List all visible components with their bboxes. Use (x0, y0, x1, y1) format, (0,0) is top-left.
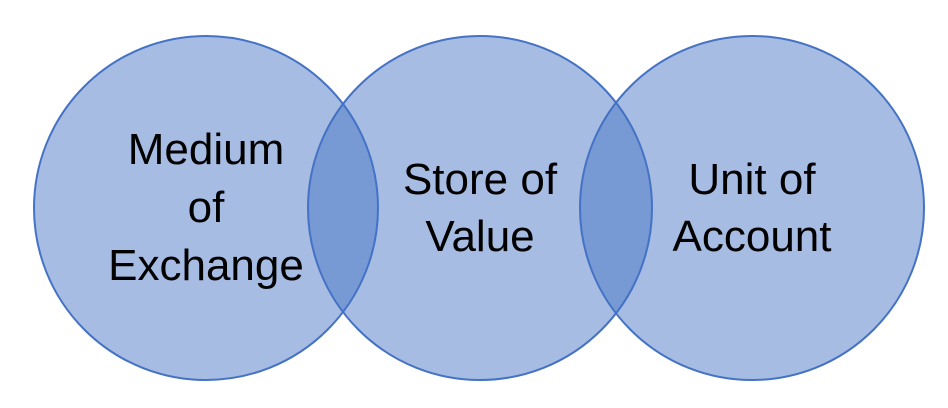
circle-unit-of-account (579, 35, 925, 381)
label-medium-line2: of (188, 183, 225, 232)
label-medium-line3: Exchange (108, 241, 304, 290)
label-medium-line1: Medium (128, 125, 285, 174)
circle-store-of-value (307, 35, 653, 381)
label-store-line2: Value (425, 212, 534, 261)
label-unit-line1: Unit of (688, 155, 816, 204)
label-store-line1: Store of (403, 155, 558, 204)
label-unit-line2: Account (673, 212, 832, 261)
circle-medium-of-exchange (33, 35, 379, 381)
